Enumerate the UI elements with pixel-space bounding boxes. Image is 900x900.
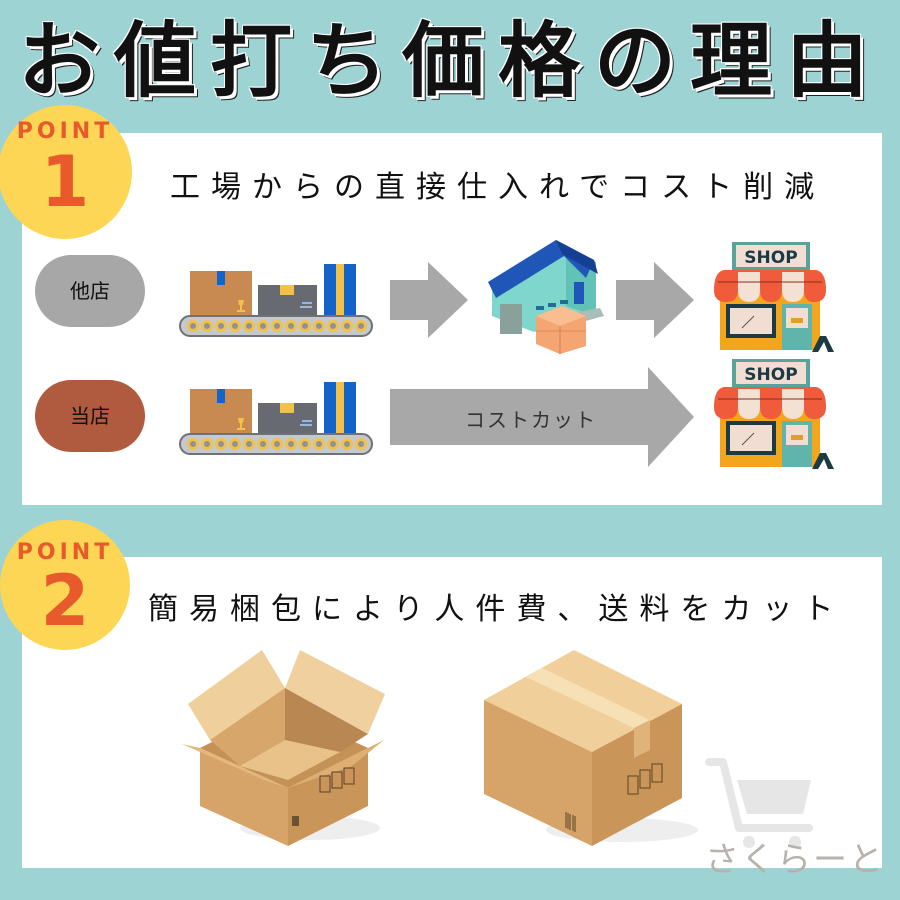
closed-box-icon — [484, 650, 698, 846]
watermark-text: さくらーと — [705, 840, 885, 880]
point-badge-label: POINT — [16, 119, 114, 144]
shop-sign-text: SHOP — [744, 248, 797, 268]
point-1-badge: POINT 1 — [0, 105, 132, 239]
point-2-badge: POINT 2 — [0, 520, 130, 650]
shop-sign-text: SHOP — [744, 365, 797, 385]
point-badge-label: POINT — [16, 540, 114, 565]
shop-icon: SHOP — [714, 359, 834, 469]
point-1-heading: 工場からの直接仕入れでコスト削減 — [170, 170, 826, 205]
long-arrow-icon — [390, 367, 694, 467]
open-box-icon — [182, 650, 385, 846]
shopping-cart-icon — [705, 758, 813, 848]
point-badge-number: 2 — [40, 560, 90, 642]
warehouse-icon — [488, 240, 604, 354]
point-2-heading: 簡易梱包により人件費、送料をカット — [148, 592, 845, 627]
shop-icon: SHOP — [714, 242, 834, 352]
cost-cut-label: コストカット — [465, 408, 597, 432]
our-store-pill: 当店 — [35, 380, 145, 452]
other-store-pill: 他店 — [35, 255, 145, 327]
arrow-icon — [390, 262, 468, 338]
page-title: お値打ち価格の理由 — [17, 14, 882, 109]
point-badge-number: 1 — [40, 141, 90, 223]
arrow-icon — [616, 262, 694, 338]
conveyor-icon — [179, 382, 373, 455]
conveyor-icon — [179, 264, 373, 337]
